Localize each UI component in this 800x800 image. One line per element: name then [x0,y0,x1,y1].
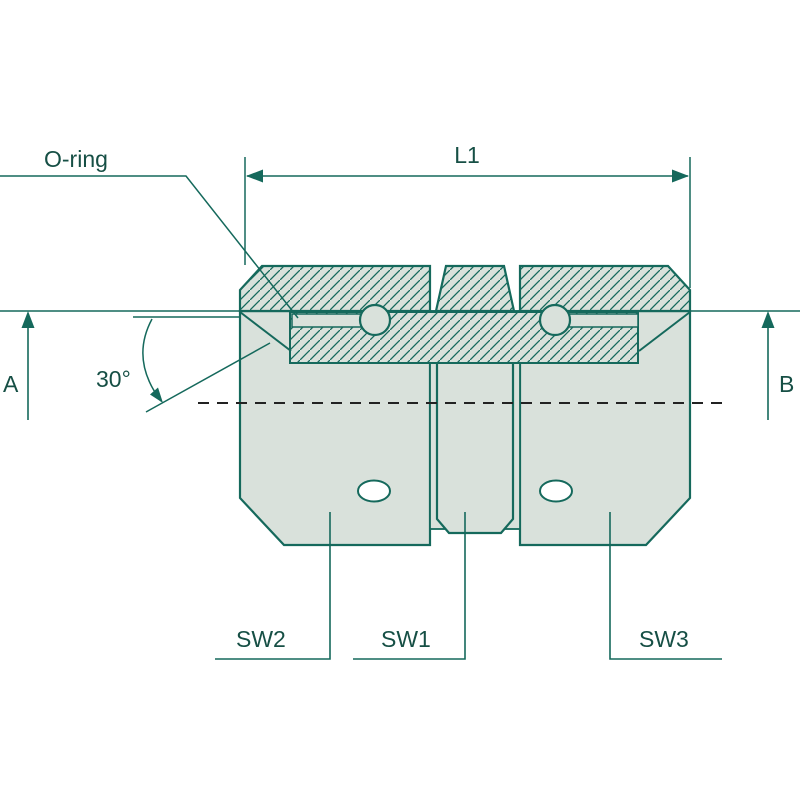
sw2-leader-line [215,512,331,660]
right-oring-groove [567,313,639,328]
cone-angle-label: 30° [96,366,131,392]
sw1-label: SW1 [381,626,431,652]
oring-right [538,303,572,337]
left-oring-groove [291,313,363,328]
l1-dimension-label: L1 [454,142,480,168]
l1-arrow-left-icon [246,169,263,183]
center-section-hatch [434,264,516,313]
left-cone-seat-line [239,311,292,352]
sw3-label: SW3 [639,626,689,652]
dim-a-arrow-icon [21,311,35,328]
right-nut-section-hatch [518,264,692,313]
port-a-label: A [3,371,19,397]
oring-leader-line [0,175,299,319]
port-b-label: B [779,371,794,397]
dim-b-arrow-icon [761,311,775,328]
oring-left [358,303,392,337]
oring-label: O-ring [44,146,108,172]
angle-slant-leg [145,342,271,413]
left-nut-section-hatch [238,264,432,313]
sw2-label: SW2 [236,626,286,652]
right-nut-hole [539,479,573,503]
left-nut-hole [357,479,391,503]
sw3-leader-line [609,512,722,660]
sw1-leader-line [353,512,466,660]
right-cone-seat-line [638,311,691,352]
angle-arc-arrow-icon [150,387,163,403]
l1-arrow-right-icon [672,169,689,183]
